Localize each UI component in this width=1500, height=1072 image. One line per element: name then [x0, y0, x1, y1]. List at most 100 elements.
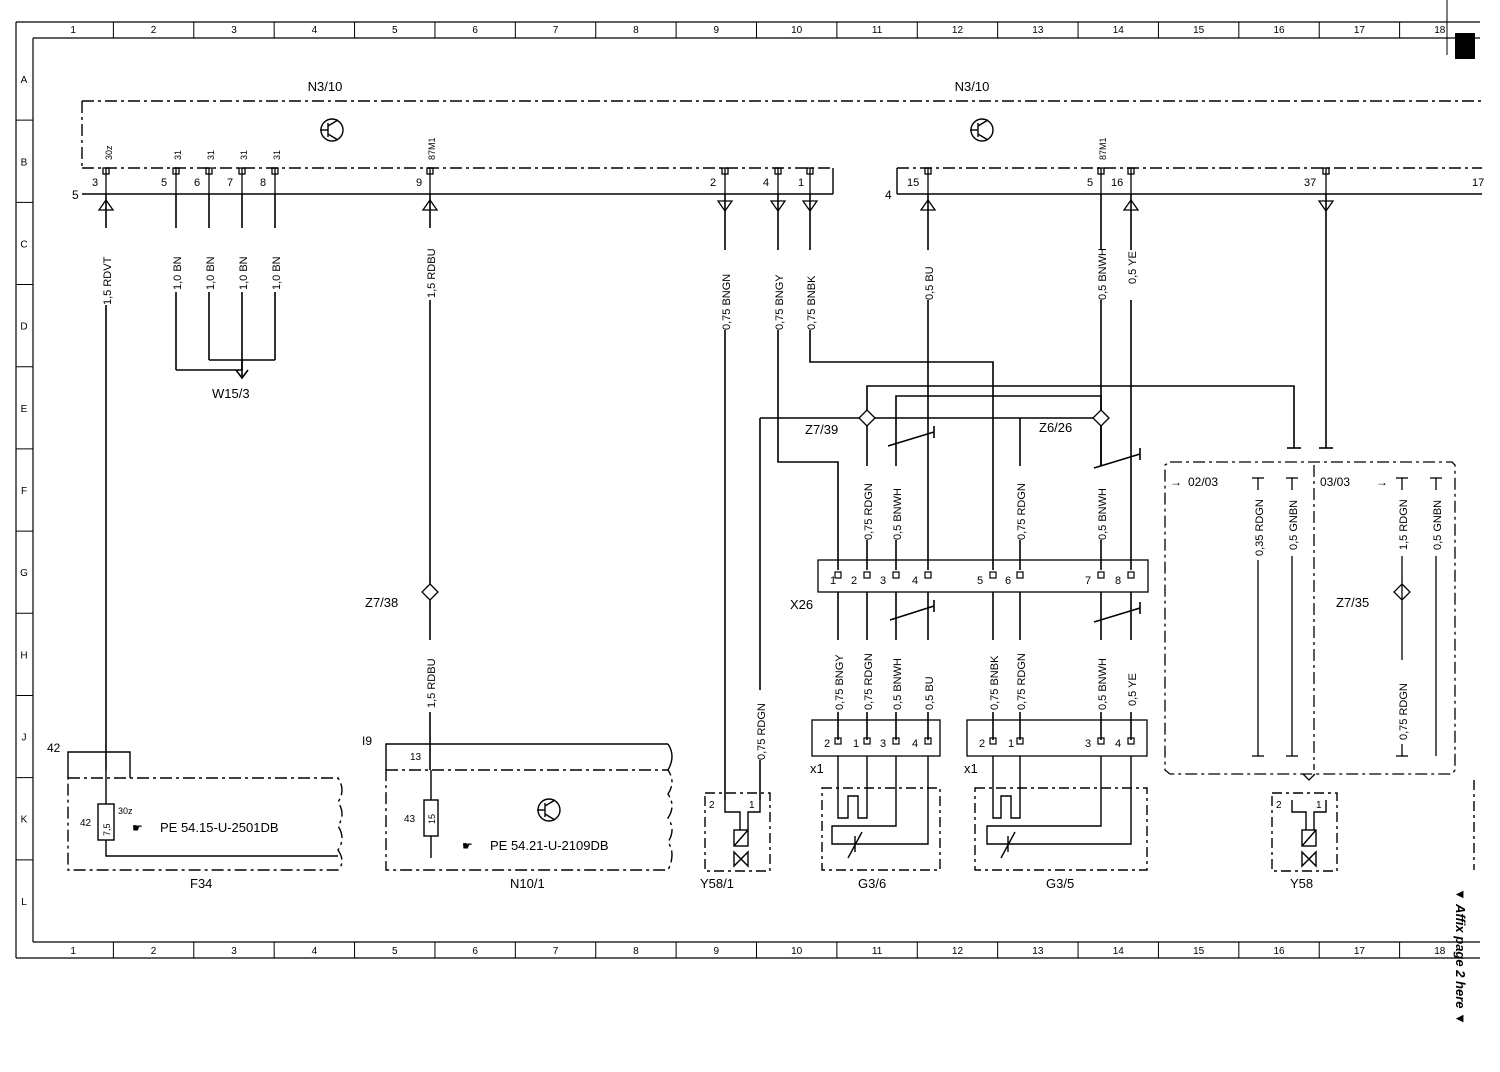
column-label: 4 [312, 25, 318, 36]
pin-function: 30z [104, 145, 114, 160]
row-label: E [21, 404, 28, 415]
label-g3-6: G3/6 [858, 876, 886, 891]
column-label: 14 [1113, 946, 1125, 957]
label-x1-a: x1 [810, 761, 824, 776]
wire-label: 0,5 GNBN [1432, 500, 1444, 550]
module-n3-10 [81, 100, 1482, 195]
wire-label: 1,0 BN [172, 256, 184, 290]
wire-label: 0,75 RDGN [1016, 483, 1028, 540]
hand-pointer-icon: ☛ [132, 821, 143, 835]
wire-label: 0,75 BNGY [774, 274, 786, 330]
pin-function: 31 [272, 150, 282, 160]
column-label: 17 [1354, 946, 1366, 957]
wire-label: 0,5 BNWH [1097, 658, 1109, 710]
f34-pin-top: 42 [47, 741, 61, 755]
column-label: 9 [714, 25, 720, 36]
x26-pin-number: 3 [880, 575, 886, 587]
pin-number: 4 [763, 177, 769, 189]
pin-number: 2 [710, 177, 716, 189]
column-label: 12 [952, 946, 964, 957]
column-label: 18 [1434, 25, 1446, 36]
ref-label-03: 03/03 [1320, 475, 1350, 489]
x1-pin-number: 4 [912, 738, 918, 750]
pin-number: 8 [260, 177, 266, 189]
pin-number: 9 [416, 177, 422, 189]
component-g3-6 [821, 756, 941, 871]
component-g3-5 [974, 756, 1148, 871]
wire-label: 1,5 RDBU [426, 658, 438, 708]
transistor-icon [320, 118, 344, 142]
ref-label-02: 02/03 [1188, 475, 1218, 489]
column-label: 16 [1273, 25, 1285, 36]
y58-pin: 2 [1276, 800, 1282, 811]
pin-number: 16 [1111, 177, 1123, 189]
component-f34 [67, 751, 343, 871]
pin-function: 31 [173, 150, 183, 160]
signal-direction-arrows [97, 198, 1335, 213]
column-label: 10 [791, 946, 803, 957]
wire-label: 0,5 BNWH [1097, 488, 1109, 540]
wire-label: 0,75 BNGY [834, 654, 846, 710]
column-ticks [112, 22, 1401, 958]
label-f34: F34 [190, 876, 212, 891]
affix-note: ▼ Affix page 2 here ▼ [1453, 888, 1468, 1025]
row-label: J [22, 733, 27, 744]
label-y58: Y58 [1290, 876, 1313, 891]
column-label: 14 [1113, 25, 1125, 36]
label-x1-b: x1 [964, 761, 978, 776]
column-label: 3 [231, 946, 237, 957]
row-label: B [21, 157, 28, 168]
f34-fuse-rating: 7,5 [102, 823, 112, 836]
column-label: 2 [151, 946, 157, 957]
f34-pin-side: 42 [80, 818, 92, 829]
wire-label: 0,75 BNBK [989, 655, 1001, 710]
module-ground-pin-right: 4 [885, 188, 892, 202]
row-label: K [21, 815, 28, 826]
column-label: 13 [1032, 25, 1044, 36]
column-label: 5 [392, 25, 398, 36]
ref-arrow: → [1376, 475, 1388, 489]
n10-pin-43: 43 [404, 814, 416, 825]
wire-label: 0,75 RDGN [1016, 653, 1028, 710]
pin-number: 17 [1472, 177, 1484, 189]
wire-label: 0,5 GNBN [1288, 500, 1300, 550]
column-label: 7 [553, 946, 559, 957]
pin-number: 3 [92, 177, 98, 189]
column-label: 3 [231, 25, 237, 36]
pin-number: 5 [1087, 177, 1093, 189]
row-label: D [20, 322, 27, 333]
column-label: 5 [392, 946, 398, 957]
wire-label: 0,5 BNWH [892, 488, 904, 540]
pin-number: 37 [1304, 177, 1316, 189]
label-g3-5: G3/5 [1046, 876, 1074, 891]
f34-30z: 30z [118, 806, 133, 816]
wire-label: 1,5 RDGN [1398, 499, 1410, 550]
row-label: H [20, 650, 27, 661]
pin-function: 87M1 [1098, 137, 1108, 160]
n10-pin-13: 13 [410, 752, 422, 763]
pin-number: 1 [798, 177, 804, 189]
hand-pointer-icon: ☛ [462, 839, 473, 853]
column-label: 8 [633, 25, 639, 36]
wire-labels: 1,5 RDVT 1,0 BN 1,0 BN 1,0 BN 1,0 BN 1,5… [102, 248, 1444, 760]
pin-function: 31 [239, 150, 249, 160]
x26-pin-number: 1 [830, 575, 836, 587]
label-x26: X26 [790, 597, 813, 612]
row-label: A [21, 75, 28, 86]
x1-pin-number: 3 [880, 738, 886, 750]
row-ticks [16, 119, 33, 861]
pin-function: 87M1 [427, 137, 437, 160]
column-label: 4 [312, 946, 318, 957]
wire-label: 0,5 BNWH [1097, 248, 1109, 300]
wire-label: 0,75 RDGN [1398, 683, 1410, 740]
pin-number: 7 [227, 177, 233, 189]
wire-label: 1,5 RDVT [102, 256, 114, 305]
row-label: C [20, 239, 27, 250]
component-y58-1 [704, 792, 771, 872]
column-label: 13 [1032, 946, 1044, 957]
